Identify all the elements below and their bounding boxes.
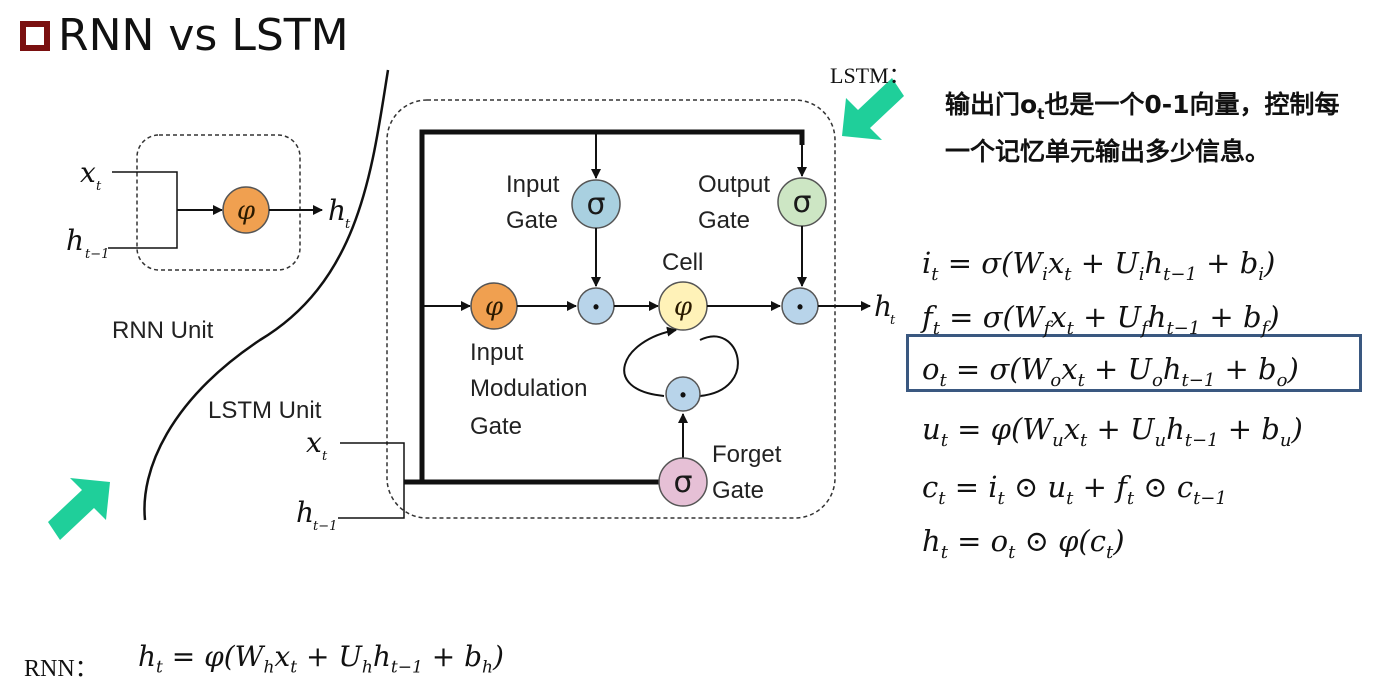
rnn-input-h-sub: t−1 bbox=[85, 247, 109, 262]
equation-cell-state: ct = it ⊙ ut + ft ⊙ ct−1 bbox=[922, 470, 1227, 509]
forget-gate-label-2: Gate bbox=[712, 477, 764, 504]
output-gate-note: 输出门ot也是一个0-1向量，控制每一个记忆单元输出多少信息。 bbox=[945, 90, 1340, 166]
rnn-equation-label: RNN： bbox=[24, 656, 99, 682]
rnn-input-x: x bbox=[80, 156, 96, 189]
modulation-phi-symbol: φ bbox=[485, 292, 504, 322]
output-gate-equation-highlight bbox=[906, 334, 1362, 392]
equation-modulation: ut = φ(Wuxt + Uuht−1 + bu) bbox=[922, 412, 1303, 451]
forget-mult-node bbox=[665, 376, 701, 412]
forget-gate-sigma: σ bbox=[673, 465, 692, 500]
output-gate-sigma: σ bbox=[792, 185, 811, 220]
lstm-input-x: x bbox=[306, 426, 322, 459]
lstm-input-wires bbox=[338, 442, 405, 519]
rnn-input-h: h bbox=[66, 224, 84, 257]
rnn-unit-label: RNN Unit bbox=[112, 317, 214, 344]
forget-gate-node bbox=[658, 457, 708, 507]
equation-output-gate: ot = σ(Woxt + Uoht−1 + bo) bbox=[922, 352, 1299, 391]
lstm-unit-box bbox=[386, 99, 836, 519]
teal-arrow-top-right-icon bbox=[842, 78, 904, 140]
modulation-label-1: Input bbox=[470, 339, 524, 366]
lstm-output-h: h bbox=[874, 290, 892, 323]
rnn-output-h-sub: t bbox=[345, 217, 351, 232]
cell-loop-left bbox=[623, 326, 677, 397]
forget-mult-dot: • bbox=[680, 385, 686, 405]
input-gate-label-1: Input bbox=[506, 171, 560, 198]
rnn-unit-box bbox=[136, 134, 301, 271]
cell-loop-right bbox=[699, 335, 739, 397]
lstm-input-h: h bbox=[296, 496, 314, 529]
equation-hidden-state: ht = ot ⊙ φ(ct) bbox=[922, 524, 1125, 563]
rnn-phi-symbol: φ bbox=[237, 196, 256, 226]
equation-input-gate: it = σ(Wixt + Uiht−1 + bi) bbox=[922, 246, 1276, 285]
input-gate-sigma: σ bbox=[586, 187, 605, 222]
lstm-input-x-sub: t bbox=[322, 449, 328, 464]
title-square-icon bbox=[20, 21, 50, 51]
cell-label: Cell bbox=[662, 249, 703, 276]
equation-forget-gate: ft = σ(Wfxt + Ufht−1 + bf) bbox=[922, 300, 1280, 339]
input-gate-label-2: Gate bbox=[506, 207, 558, 234]
rnn-input-x-sub: t bbox=[96, 179, 102, 194]
page-title: RNN vs LSTM bbox=[58, 10, 349, 61]
output-gate-label-2: Gate bbox=[698, 207, 750, 234]
lstm-output-h-sub: t bbox=[890, 313, 896, 328]
teal-arrow-bottom-left-icon bbox=[48, 478, 110, 540]
forget-gate-label-1: Forget bbox=[712, 441, 782, 468]
cell-phi-symbol: φ bbox=[674, 292, 693, 322]
rnn-input-wires bbox=[108, 171, 178, 249]
rnn-equation: ht = φ(Whxt + Uhht−1 + bh) bbox=[138, 640, 504, 678]
lstm-unit-label: LSTM Unit bbox=[208, 397, 322, 424]
output-mult-dot: • bbox=[797, 297, 803, 317]
rnn-output-h: h bbox=[328, 194, 346, 227]
title-block: RNN vs LSTM bbox=[20, 14, 349, 58]
modulation-label-3: Gate bbox=[470, 413, 522, 440]
input-mult-dot: • bbox=[593, 297, 599, 317]
lstm-input-h-sub: t−1 bbox=[313, 519, 337, 534]
separator-curve bbox=[143, 69, 390, 521]
lstm-note-label: LSTM： bbox=[830, 63, 911, 88]
modulation-label-2: Modulation bbox=[470, 375, 587, 402]
output-gate-label-1: Output bbox=[698, 171, 770, 198]
